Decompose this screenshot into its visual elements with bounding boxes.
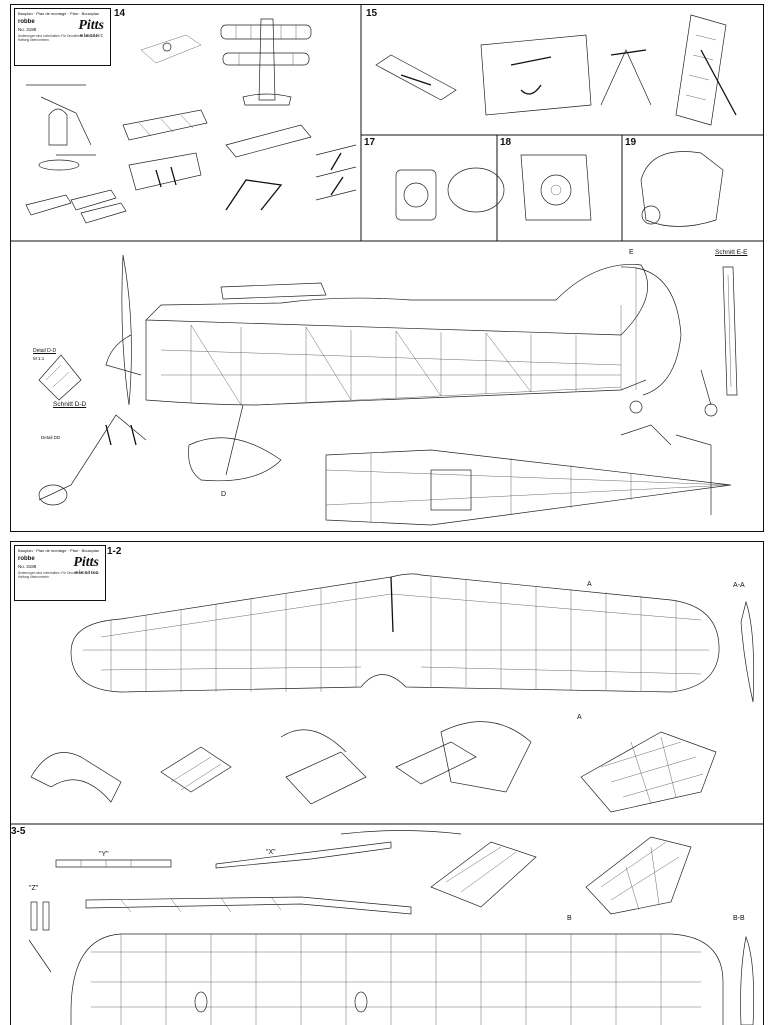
kit-number: No. 3198 — [18, 564, 37, 569]
wing-drawing — [11, 573, 763, 1025]
panel35-detail-sketches — [28, 830, 692, 973]
panel-number-14: 14 — [114, 8, 126, 19]
pitts-logo: Pitts — [73, 555, 99, 570]
panel15-detail-sketches — [375, 14, 737, 126]
pitts-logo: Pitts — [78, 18, 104, 33]
lower-wing-plan-view — [70, 933, 724, 1025]
top-wing-plan-view — [70, 573, 720, 693]
title-block: Bauplan · Plan de montage · Plan · Bouwp… — [14, 545, 106, 601]
motor-mount-views — [395, 151, 724, 227]
section-label-aa: A-A — [733, 582, 745, 589]
title-head: Bauplan · Plan de montage · Plan · Bouwp… — [18, 548, 100, 553]
panel-number-18: 18 — [500, 137, 512, 148]
cut-marker-d: D — [221, 491, 227, 498]
fuselage-drawing — [11, 5, 763, 526]
panel-number-17: 17 — [364, 137, 376, 148]
section-bb-profile — [740, 935, 755, 1025]
brand-name: robbe — [18, 19, 35, 25]
title-head: Bauplan · Plan de montage · Plan · Bouwp… — [18, 11, 100, 16]
cut-marker-a-bottom: A — [577, 714, 582, 721]
logo-subtitle: electric — [80, 33, 104, 39]
detail-label-dd: Detail D-D — [33, 348, 57, 354]
plan-sheet-wings: Bauplan · Plan de montage · Plan · Bouwp… — [10, 541, 764, 1025]
fine-print: Änderungen sind vorbehalten. Für Druckfe… — [18, 34, 99, 42]
detail-d-sketches — [38, 354, 147, 506]
biplane-top-view — [220, 18, 312, 106]
plan-sheet-fuselage: Bauplan · Plan de montage · Plan · Bouwp… — [10, 4, 764, 532]
kit-number: No. 3198 — [18, 27, 37, 32]
cut-marker-a-top: A — [587, 581, 592, 588]
fuselage-side-view — [105, 254, 718, 482]
fine-print: Änderungen sind vorbehalten. Für Druckfe… — [18, 571, 99, 579]
panel14-detail-sketches — [25, 34, 357, 224]
panel-number-19: 19 — [625, 137, 637, 148]
section-label-e: Schnitt E-E — [715, 249, 748, 256]
title-block: Bauplan · Plan de montage · Plan · Bouwp… — [14, 8, 111, 66]
detail-label-z: "Z" — [29, 885, 39, 892]
fuselage-top-view — [325, 424, 732, 526]
cut-marker-e: E — [629, 249, 634, 256]
detail-label-x: "X" — [266, 849, 276, 856]
section-label-bb: B-B — [733, 915, 745, 922]
panel-number-3-5: 3-5 — [11, 826, 26, 837]
scale-label: M 1:1 — [33, 356, 45, 361]
logo-subtitle: electric — [75, 570, 99, 576]
panel-number-1-2: 1-2 — [107, 546, 122, 557]
cut-marker-b: B — [567, 915, 572, 922]
brand-name: robbe — [18, 556, 35, 562]
section-aa-profile — [740, 600, 755, 703]
section-label-dd: Schnitt D-D — [53, 401, 87, 408]
section-e-strut — [722, 266, 738, 396]
detail-label-y: "Y" — [99, 851, 109, 858]
detail-label-dd-2: Detail DD — [41, 435, 61, 440]
wing-build-sketches — [30, 721, 717, 813]
panel-number-15: 15 — [366, 8, 378, 19]
